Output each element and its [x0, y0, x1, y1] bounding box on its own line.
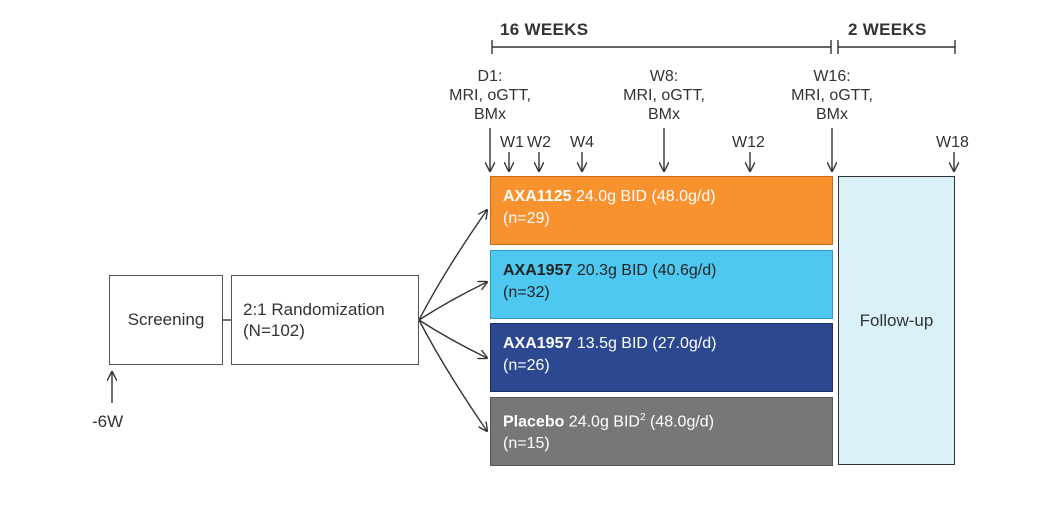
w8-timepoint-label: W8: MRI, oGTT, BMx	[623, 68, 705, 123]
arm3-connector	[418, 319, 487, 358]
arm-dose: 20.3g BID (40.6g/d)	[572, 262, 717, 279]
arm-dose: 13.5g BID (27.0g/d)	[572, 335, 717, 352]
treatment-period-bracket	[491, 40, 832, 54]
randomization-n: (N=102)	[243, 321, 305, 340]
screening-box: Screening	[109, 275, 223, 365]
arm-axa1957-20g: AXA1957 20.3g BID (40.6g/d) (n=32)	[490, 250, 833, 319]
arm4-connector	[418, 319, 487, 431]
w18-label: W18	[936, 134, 969, 151]
treatment-period-label: 16 WEEKS	[500, 20, 589, 39]
arm-n: (n=26)	[503, 357, 550, 374]
arm1-connector	[418, 210, 487, 321]
followup-period-label: 2 WEEKS	[848, 20, 927, 39]
w4-label: W4	[570, 134, 594, 151]
followup-box: Follow-up	[838, 176, 955, 465]
w16-timepoint-label: W16: MRI, oGTT, BMx	[791, 68, 873, 123]
arm-drug-name: Placebo	[503, 413, 565, 431]
arm-dose-daily: (48.0g/d)	[645, 413, 715, 431]
arm-n: (n=32)	[503, 284, 550, 301]
arm-placebo: Placebo 24.0g BID2 (48.0g/d) (n=15)	[490, 397, 833, 466]
screening-start-label: -6W	[92, 412, 124, 431]
followup-label: Follow-up	[859, 310, 934, 330]
arm-drug-name: AXA1125	[503, 188, 572, 205]
randomization-label: 2:1 Randomization	[243, 300, 385, 319]
randomization-box: 2:1 Randomization (N=102)	[231, 275, 419, 365]
arm2-connector	[418, 282, 487, 321]
arm-drug-name: AXA1957	[503, 335, 573, 352]
d1-timepoint-label: D1: MRI, oGTT, BMx	[449, 68, 531, 123]
arm-drug-name: AXA1957	[503, 262, 573, 279]
arm-n: (n=15)	[503, 435, 550, 453]
w12-label: W12	[732, 134, 765, 151]
arm-n: (n=29)	[503, 210, 550, 227]
arm-footnote-marker: 2	[639, 412, 646, 423]
arm-axa1125-24g: AXA1125 24.0g BID (48.0g/d) (n=29)	[490, 176, 833, 245]
screening-label: Screening	[127, 310, 205, 329]
arm-axa1957-13g: AXA1957 13.5g BID (27.0g/d) (n=26)	[490, 323, 833, 392]
followup-period-bracket	[837, 40, 956, 54]
arm-dose: 24.0g BID	[564, 413, 640, 431]
w2-label: W2	[527, 134, 551, 151]
w1-label: W1	[500, 134, 524, 151]
arm-dose: 24.0g BID (48.0g/d)	[571, 188, 716, 205]
